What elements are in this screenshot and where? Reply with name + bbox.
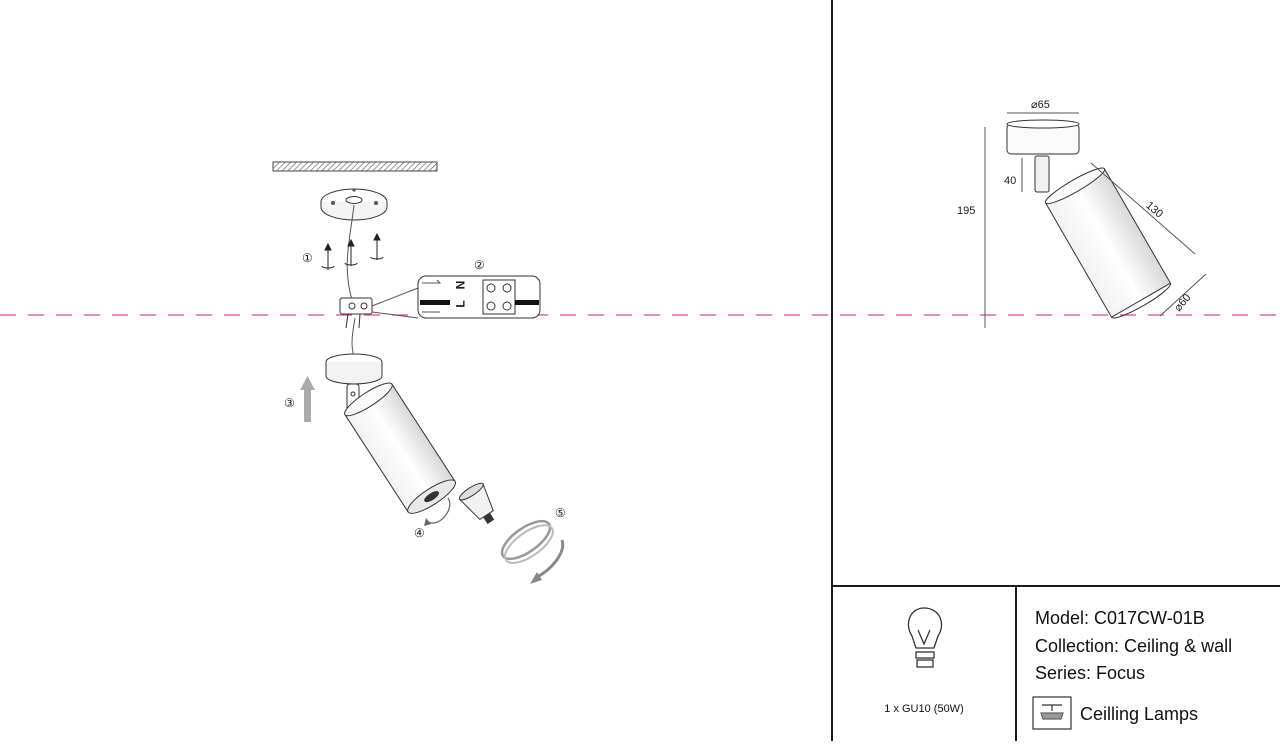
mounting-plate bbox=[320, 188, 388, 221]
screw-icon bbox=[321, 232, 384, 270]
dim-height-total: 195 bbox=[957, 205, 976, 217]
bulb-icon bbox=[907, 607, 943, 668]
dim-base-diameter: ⌀65 bbox=[1031, 99, 1050, 111]
installation-diagram bbox=[272, 161, 565, 584]
model-text: Model: C017CW-01B bbox=[1035, 608, 1205, 628]
arrow-up-icon bbox=[300, 376, 315, 422]
step-4-label: ④ bbox=[414, 526, 425, 540]
ceiling-hatch bbox=[272, 161, 438, 172]
supply-wire bbox=[346, 204, 355, 301]
lamp-spec-caption: 1 x GU10 (50W) bbox=[884, 703, 964, 715]
layout-frame bbox=[831, 0, 1280, 741]
series-text: Series: Focus bbox=[1035, 663, 1146, 683]
dimension-diagram bbox=[984, 112, 1207, 328]
bulb-rotate-arrow bbox=[424, 497, 451, 526]
front-ring bbox=[500, 519, 554, 564]
category-label: Ceilling Lamps bbox=[1080, 704, 1199, 724]
terminal-l-label: L bbox=[453, 300, 468, 308]
rotate-icon bbox=[530, 539, 565, 584]
step-3-label: ③ bbox=[284, 396, 295, 410]
step-2-label: ② bbox=[474, 258, 485, 272]
step-1-label: ① bbox=[302, 251, 313, 265]
gu10-bulb bbox=[458, 482, 495, 524]
dim-stem bbox=[1034, 155, 1050, 193]
terminal-connector bbox=[339, 297, 373, 329]
lamp-body bbox=[344, 382, 456, 514]
terminal-n-label: N bbox=[453, 280, 468, 290]
dim-stem: 40 bbox=[1004, 175, 1017, 187]
collection-text: Collection: Ceiling & wall bbox=[1035, 636, 1233, 656]
terminal-zoom-box bbox=[417, 275, 541, 319]
dim-body bbox=[1044, 167, 1172, 319]
step-5-label: ⑤ bbox=[555, 506, 566, 520]
ceiling-lamp-icon bbox=[1032, 696, 1072, 730]
